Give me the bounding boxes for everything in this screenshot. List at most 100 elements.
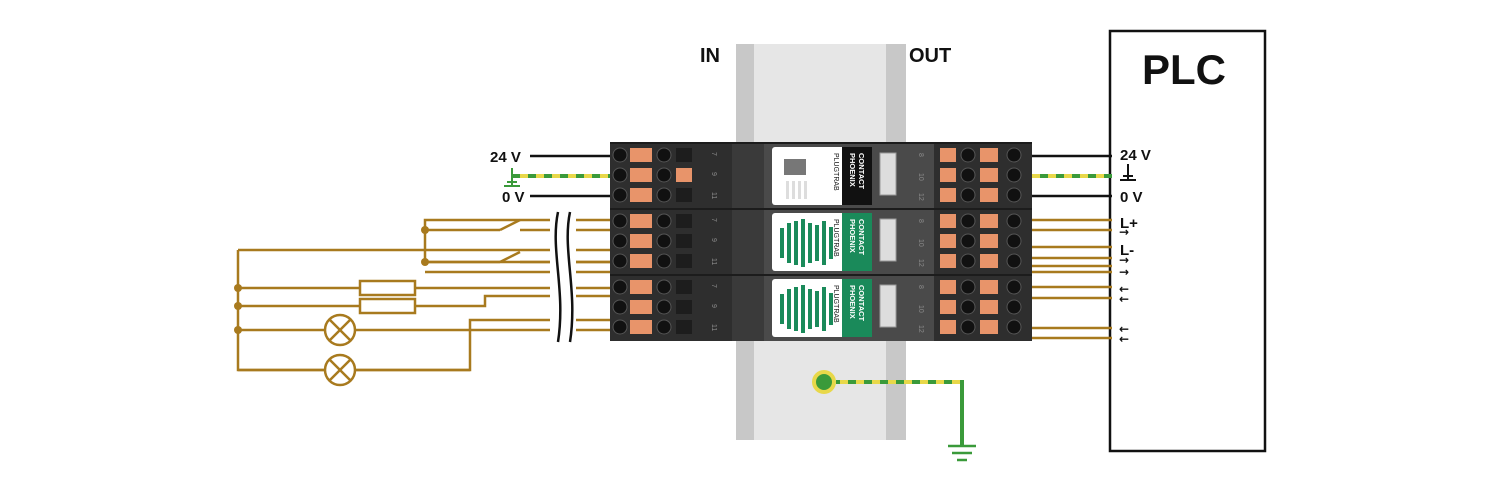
terminal-screw-icon <box>960 253 976 269</box>
spring-clamp[interactable] <box>676 300 692 314</box>
spring-clamp[interactable] <box>630 168 652 182</box>
spring-clamp[interactable] <box>980 234 998 248</box>
terminal-screw-icon <box>656 279 672 295</box>
spring-clamp[interactable] <box>676 280 692 294</box>
marking-bar <box>808 223 812 263</box>
terminal-number: 11 <box>710 192 717 199</box>
spring-clamp[interactable] <box>676 168 692 182</box>
spring-clamp[interactable] <box>980 320 998 334</box>
spring-clamp[interactable] <box>940 214 956 228</box>
input-arrow-icon: ← <box>1119 282 1129 296</box>
terminal-screw-icon <box>656 319 672 335</box>
spring-clamp[interactable] <box>630 320 652 334</box>
spring-clamp[interactable] <box>940 234 956 248</box>
spring-clamp[interactable] <box>940 188 956 202</box>
marking-bar <box>794 221 798 265</box>
plc-title: PLC <box>1142 46 1226 93</box>
brand-logo-text: PHOENIX <box>848 219 857 253</box>
terminal-number: 7 <box>710 152 717 156</box>
brand-logo-text: PHOENIX <box>848 285 857 319</box>
spring-clamp[interactable] <box>630 188 652 202</box>
terminal-number: 12 <box>917 193 924 201</box>
spring-clamp[interactable] <box>630 214 652 228</box>
terminal-screw-icon <box>1006 187 1022 203</box>
marking-bar <box>780 228 784 258</box>
terminal-number: 9 <box>710 304 717 308</box>
spring-clamp[interactable] <box>980 148 998 162</box>
terminal-screw-icon <box>656 253 672 269</box>
terminal-number: 8 <box>917 285 924 289</box>
wire-junction-dots <box>234 226 429 334</box>
marking-bar <box>829 293 833 325</box>
spring-clamp[interactable] <box>940 168 956 182</box>
spring-clamp[interactable] <box>676 214 692 228</box>
input-arrow-icon: ← <box>1119 322 1129 336</box>
terminal-screw-icon <box>960 233 976 249</box>
left-24v-label: 24 V <box>490 149 521 166</box>
spring-clamp[interactable] <box>980 168 998 182</box>
brand-stripe <box>842 147 872 205</box>
terminal-screw-icon <box>1006 233 1022 249</box>
spring-clamp[interactable] <box>676 254 692 268</box>
spring-clamp[interactable] <box>940 320 956 334</box>
release-latch[interactable] <box>879 284 897 328</box>
spring-clamp[interactable] <box>676 320 692 334</box>
marking-bar <box>787 289 791 329</box>
spring-clamp[interactable] <box>980 214 998 228</box>
terminal-screw-icon <box>612 319 628 335</box>
marking-bar <box>792 181 795 199</box>
marking-bar <box>815 225 819 261</box>
terminal-number: 9 <box>710 238 717 242</box>
right-0v-label: 0 V <box>1120 189 1143 206</box>
spring-clamp[interactable] <box>630 234 652 248</box>
spring-clamp[interactable] <box>940 254 956 268</box>
marking-bar <box>829 227 833 259</box>
brand-logo-text: CONTACT <box>857 285 866 322</box>
terminal-screw-icon <box>612 147 628 163</box>
spring-clamp[interactable] <box>940 300 956 314</box>
product-name: PLUGTRAB <box>832 219 839 257</box>
input-arrow-icon: ← <box>1119 332 1129 346</box>
spring-clamp[interactable] <box>980 254 998 268</box>
earth-ground-icon <box>948 444 976 462</box>
spring-clamp[interactable] <box>630 254 652 268</box>
brand-stripe <box>842 213 872 271</box>
terminal-screw-icon <box>960 213 976 229</box>
spring-clamp[interactable] <box>980 188 998 202</box>
spring-clamp[interactable] <box>676 188 692 202</box>
spring-clamp[interactable] <box>630 280 652 294</box>
l-plus-label: L+ <box>1120 215 1138 232</box>
plc-io-arrows: → → → ← ← ← ← <box>1119 225 1129 346</box>
spring-clamp[interactable] <box>630 148 652 162</box>
marking-bar <box>822 221 826 265</box>
terminal-number: 7 <box>710 218 717 222</box>
left-0v-label: 0 V <box>502 189 525 206</box>
spring-clamp[interactable] <box>630 300 652 314</box>
spring-clamp[interactable] <box>940 148 956 162</box>
release-latch[interactable] <box>879 152 897 196</box>
terminal-screw-icon <box>612 299 628 315</box>
spring-clamp[interactable] <box>980 300 998 314</box>
out-label: OUT <box>909 45 951 67</box>
marking-bar <box>801 219 805 267</box>
terminal-number: 8 <box>917 153 924 157</box>
terminal-screw-icon <box>612 187 628 203</box>
terminal-screw-icon <box>612 213 628 229</box>
left-ground-icon <box>504 168 520 187</box>
spring-clamp[interactable] <box>676 234 692 248</box>
ground-screw-icon <box>812 370 836 394</box>
spring-clamp[interactable] <box>676 148 692 162</box>
marking-bar <box>801 285 805 333</box>
spring-clamp[interactable] <box>940 280 956 294</box>
terminal-number: 11 <box>710 324 717 331</box>
in-label: IN <box>700 45 720 67</box>
release-latch[interactable] <box>879 218 897 262</box>
terminal-screw-icon <box>656 167 672 183</box>
pe-wires <box>512 174 1112 178</box>
spring-clamp[interactable] <box>980 280 998 294</box>
plc-box: PLC <box>1108 29 1267 453</box>
